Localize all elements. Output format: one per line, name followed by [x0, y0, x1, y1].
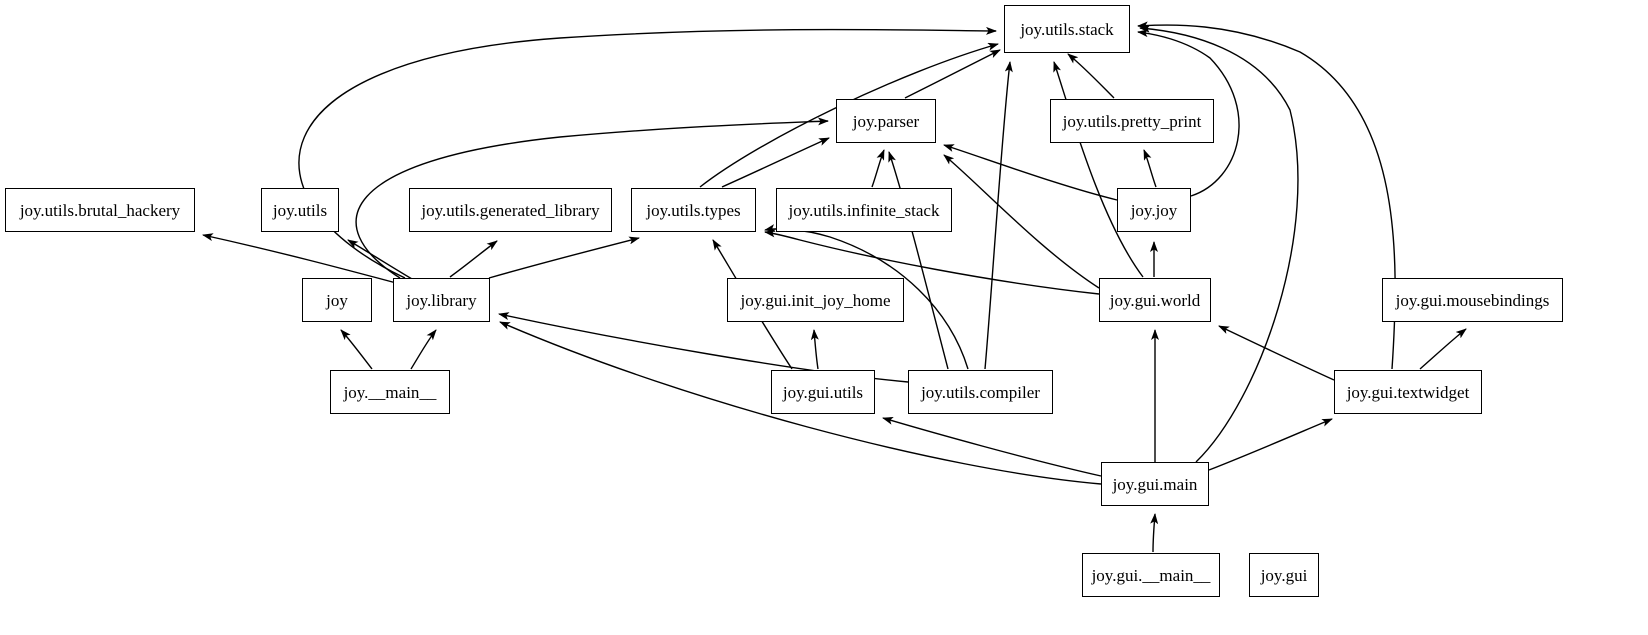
edge-compiler-to-stack	[984, 61, 1013, 370]
node-label: joy.utils	[272, 200, 328, 220]
node-joy-utils-generated-library[interactable]: joy.utils.generated_library	[409, 188, 612, 232]
node-joy-dunder-main[interactable]: joy.__main__	[330, 370, 450, 414]
edge-infinite-stack-to-parser	[871, 149, 885, 188]
node-joy-gui-textwidget[interactable]: joy.gui.textwidget	[1334, 370, 1482, 414]
edge-gui-utils-to-init-joy-home	[810, 329, 819, 370]
node-label: joy.utils.generated_library	[421, 200, 600, 220]
edge-main-to-joy	[340, 329, 373, 370]
edge-compiler-to-parser	[888, 151, 949, 370]
node-label: joy.utils.stack	[1020, 19, 1114, 39]
node-joy-joy[interactable]: joy.joy	[1117, 188, 1191, 232]
node-joy-utils-compiler[interactable]: joy.utils.compiler	[908, 370, 1053, 414]
node-label: joy.utils.pretty_print	[1062, 111, 1202, 131]
node-label: joy.gui.init_joy_home	[740, 290, 891, 310]
node-joy-utils[interactable]: joy.utils	[261, 188, 339, 232]
node-joy-utils-pretty-print[interactable]: joy.utils.pretty_print	[1050, 99, 1214, 143]
node-joy-gui-init-joy-home[interactable]: joy.gui.init_joy_home	[727, 278, 904, 322]
node-joy-utils-infinite-stack[interactable]: joy.utils.infinite_stack	[776, 188, 952, 232]
node-label: joy.library	[406, 290, 477, 310]
node-joy-gui[interactable]: joy.gui	[1249, 553, 1319, 597]
edge-gui-dunder-main-to-gui-main	[1150, 513, 1159, 553]
node-joy-parser[interactable]: joy.parser	[836, 99, 936, 143]
edge-library-to-utils	[347, 239, 413, 280]
node-joy-utils-stack[interactable]: joy.utils.stack	[1004, 5, 1130, 53]
node-joy[interactable]: joy	[302, 278, 372, 322]
node-label: joy	[326, 290, 348, 310]
node-label: joy.gui.utils	[782, 382, 864, 402]
edge-library-to-generated-library	[449, 240, 498, 278]
node-label: joy.gui	[1260, 565, 1308, 585]
node-label: joy.gui.textwidget	[1346, 382, 1470, 402]
node-label: joy.gui.main	[1112, 474, 1198, 494]
edge-pretty-print-to-stack	[1067, 53, 1115, 99]
edge-parser-to-stack	[904, 49, 1001, 99]
node-joy-gui-main[interactable]: joy.gui.main	[1101, 462, 1209, 506]
node-joy-gui-world[interactable]: joy.gui.world	[1099, 278, 1211, 322]
node-joy-utils-types[interactable]: joy.utils.types	[631, 188, 756, 232]
edge-gui-main-to-stack	[1139, 24, 1299, 463]
edge-library-to-brutal-hackery	[202, 233, 401, 285]
node-label: joy.utils.types	[646, 200, 741, 220]
edge-joy-to-parser	[943, 144, 1118, 201]
edge-library-to-stack	[298, 26, 997, 279]
node-label: joy.utils.brutal_hackery	[19, 200, 181, 220]
edge-types-to-parser	[721, 137, 830, 188]
edge-world-to-stack	[1053, 61, 1144, 278]
node-joy-library[interactable]: joy.library	[393, 278, 490, 322]
node-label: joy.gui.world	[1109, 290, 1201, 310]
edge-gui-main-to-gui-utils	[882, 417, 1102, 477]
edge-textwidget-to-mousebindings	[1419, 328, 1467, 370]
edge-joy-to-pretty-print	[1143, 149, 1157, 188]
edge-main-to-library	[410, 329, 437, 370]
node-joy-gui-dunder-main[interactable]: joy.gui.__main__	[1082, 553, 1220, 597]
edge-library-to-types	[488, 236, 640, 279]
edge-gui-main-to-textwidget	[1208, 418, 1333, 471]
node-label: joy.__main__	[343, 382, 437, 402]
node-label: joy.utils.infinite_stack	[788, 200, 940, 220]
node-label: joy.parser	[852, 111, 920, 131]
node-joy-utils-brutal-hackery[interactable]: joy.utils.brutal_hackery	[5, 188, 195, 232]
edge-world-to-parser	[943, 154, 1100, 289]
node-label: joy.utils.compiler	[921, 382, 1040, 402]
node-joy-gui-utils[interactable]: joy.gui.utils	[771, 370, 875, 414]
node-joy-gui-mousebindings[interactable]: joy.gui.mousebindings	[1382, 278, 1563, 322]
node-label: joy.gui.mousebindings	[1395, 290, 1550, 310]
node-label: joy.gui.__main__	[1091, 565, 1211, 585]
edge-textwidget-to-world	[1218, 325, 1335, 381]
node-label: joy.joy	[1130, 200, 1178, 220]
